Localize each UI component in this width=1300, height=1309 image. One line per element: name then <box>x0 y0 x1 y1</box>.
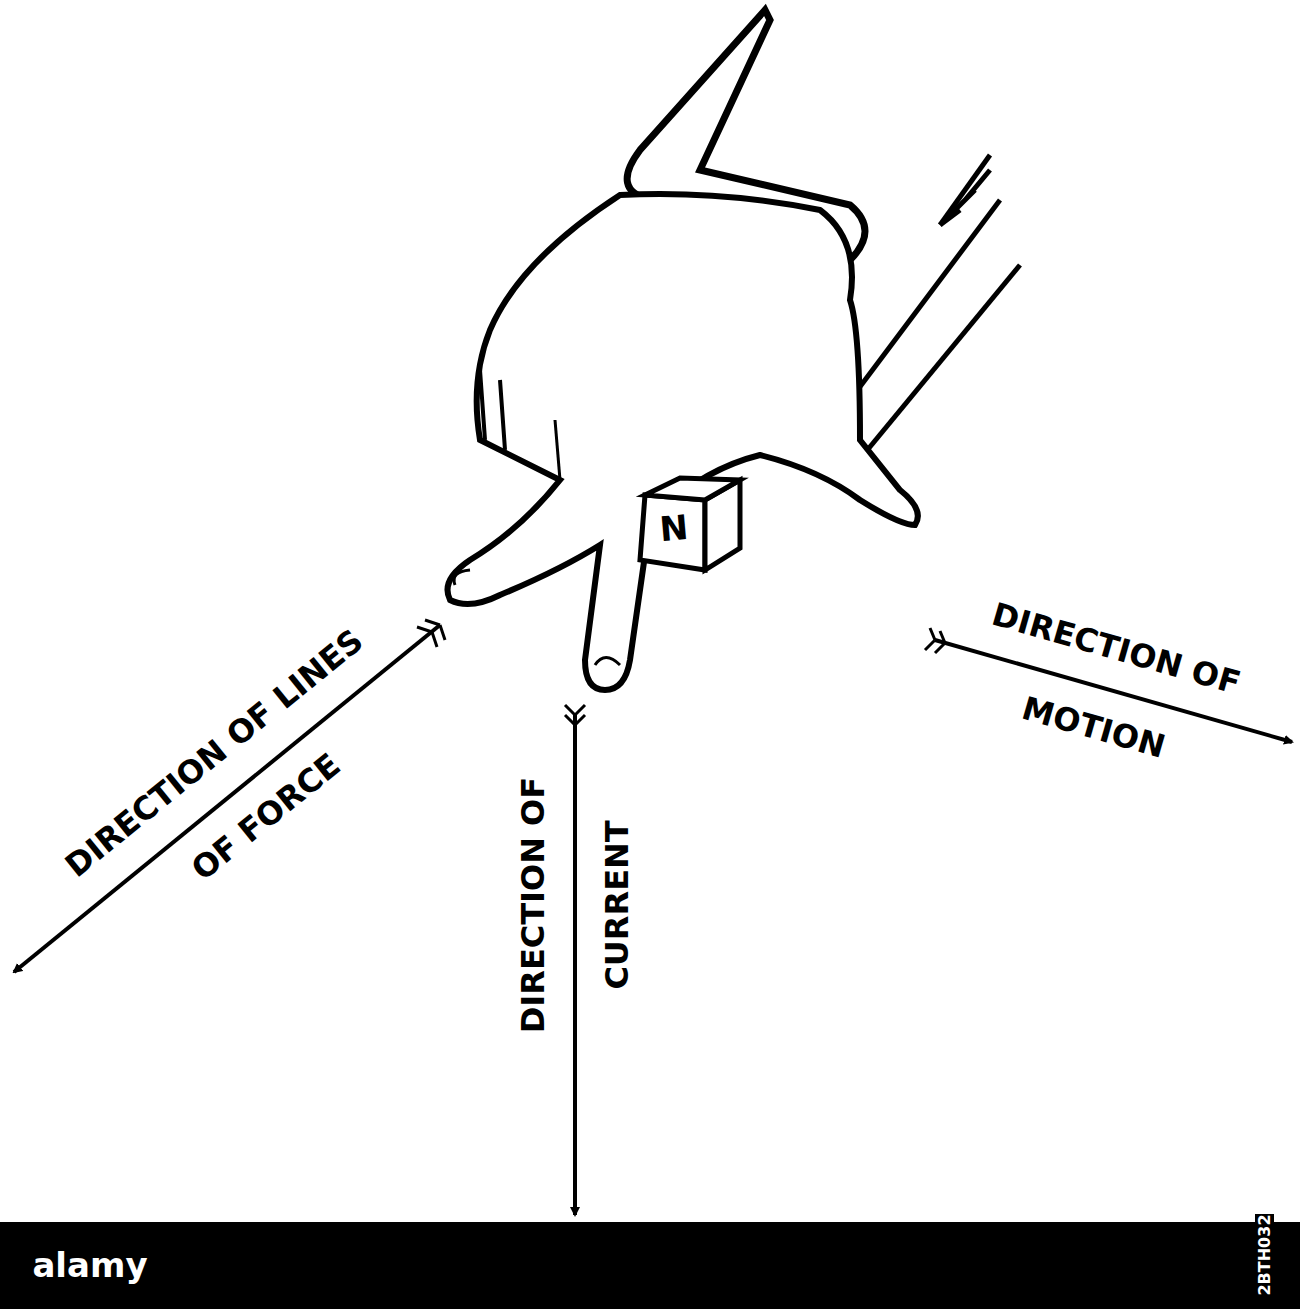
fingernail <box>595 658 620 666</box>
watermark: 2BTH032 <box>1255 1185 1275 1309</box>
watermark-text: 2BTH032 <box>1255 1214 1274 1295</box>
finger-crease <box>555 420 560 480</box>
magnet-block <box>640 478 740 570</box>
hand <box>448 194 918 690</box>
arrow-label: DIRECTION OF LINES OF FORCE <box>41 602 440 969</box>
watermark: alamy <box>10 1245 170 1285</box>
arrow-label-text: DIRECTION OF LINES OF FORCE <box>58 621 371 888</box>
pole-letter-text: N <box>658 507 690 549</box>
arrow-label-text: DIRECTION OF CURRENT <box>514 777 636 1033</box>
fingernail <box>454 570 470 585</box>
watermark-text: alamy <box>32 1245 147 1285</box>
watermark-bar <box>0 1222 1300 1309</box>
arrow-label-text: DIRECTION OF MOTION <box>988 595 1245 766</box>
arrow-label: DIRECTION OF CURRENT <box>491 740 659 1070</box>
arrow-label: DIRECTION OF MOTION <box>929 565 1282 811</box>
hand-shading <box>480 370 505 450</box>
rails <box>850 155 1020 465</box>
pole-letter: N <box>642 505 705 550</box>
